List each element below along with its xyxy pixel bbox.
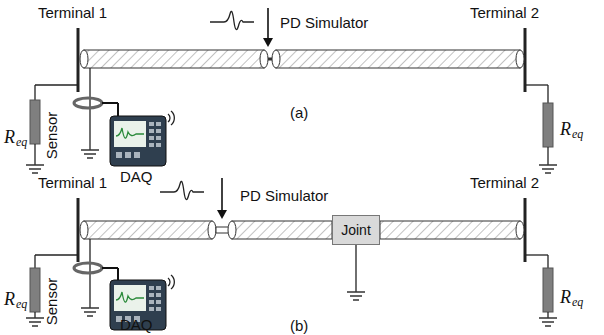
simulator-label: PD Simulator (240, 188, 328, 203)
joint-label: Joint (341, 222, 371, 238)
joint-box: Joint (332, 215, 380, 245)
resistor-label: R (4, 290, 15, 308)
resistor-subscript: eq (572, 296, 583, 308)
terminal-label: Terminal 2 (470, 5, 539, 20)
panel-label: (b) (290, 318, 308, 333)
terminal-label: Terminal 2 (470, 175, 539, 190)
resistor-subscript: eq (16, 298, 27, 310)
device-label: DAQ (120, 317, 153, 332)
terminal-label: Terminal 1 (38, 175, 107, 190)
resistor-label: R (560, 288, 571, 306)
resistor-label: R (560, 120, 571, 138)
panel-label: (a) (290, 105, 308, 120)
device-label: DAQ (120, 169, 153, 184)
sensor-label: Sensor (44, 278, 59, 326)
simulator-label: PD Simulator (280, 15, 368, 30)
terminal-label: Terminal 1 (38, 5, 107, 20)
resistor-label: R (4, 128, 15, 146)
sensor-label: Sensor (44, 112, 59, 160)
resistor-subscript: eq (572, 128, 583, 140)
resistor-subscript: eq (16, 136, 27, 148)
panel-b (26, 178, 557, 330)
panel-a (26, 8, 557, 173)
